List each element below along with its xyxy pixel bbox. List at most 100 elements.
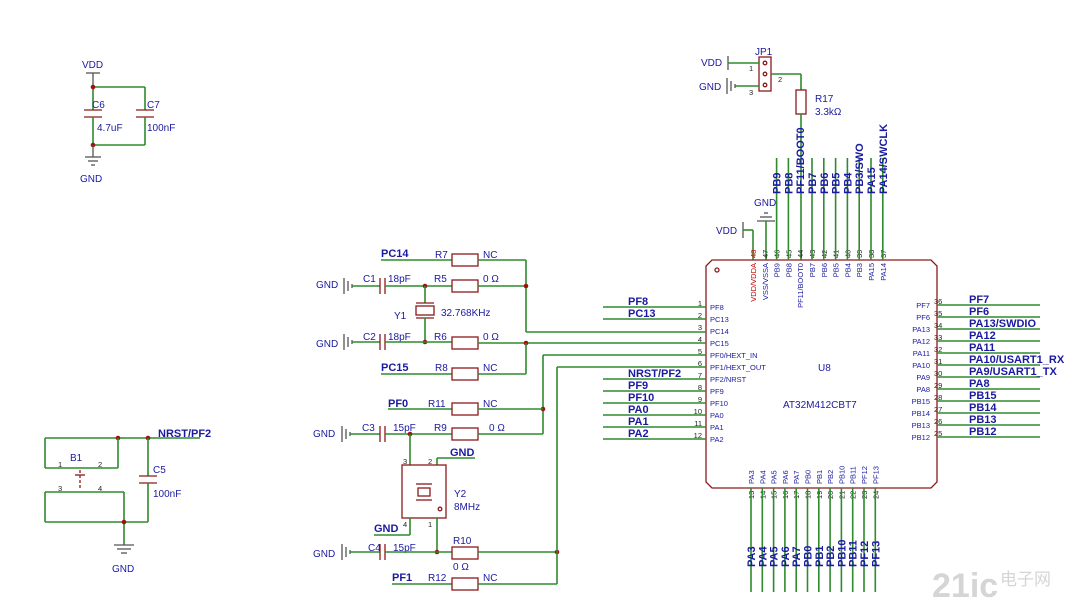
net-label: PF6 [969,306,989,318]
net-label: PA15 [866,167,878,194]
net-label-nrst: NRST/PF2 [158,428,211,440]
c7-value: 100nF [147,123,175,134]
pin-name: PC14 [710,327,729,336]
pin-number: 4 [698,335,702,344]
pin-name: PB8 [784,263,793,277]
net-label: PB10 [836,539,848,567]
pin-name: PB13 [912,421,930,430]
y2-ref: Y2 [454,489,467,500]
vdd-label: VDD [701,58,722,69]
pin-name: PA7 [792,470,801,484]
gnd-label: GND [316,339,338,350]
r9-ref: R9 [434,423,447,434]
net-label-gnd: GND [374,523,399,535]
r6-ref: R6 [434,332,447,343]
b1-pin3: 3 [58,484,62,493]
net-label: PA13/SWDIO [969,318,1036,330]
pin-number: 25 [934,429,942,438]
pin-name: PA1 [710,423,724,432]
net-label: PB5 [831,173,843,194]
pin-name: PF1/HEXT_OUT [710,363,766,372]
net-label: PA1 [628,416,649,428]
r17-ref: R17 [815,94,834,105]
pin-name: PA6 [781,470,790,484]
pin-number: 29 [934,381,942,390]
b1-pin4: 4 [98,484,102,493]
vdd-label: VDD [82,60,103,71]
decoupling-c6-c7: VDD C6 4.7uF C7 100nF GND [80,60,175,185]
net-label: PB2 [825,546,837,567]
pin-name: PB3 [855,263,864,277]
net-label: PA5 [769,546,781,567]
net-label-pc15: PC15 [381,362,409,374]
pin-name: PA10 [912,361,930,370]
watermark-brand: 21ic [932,567,998,605]
r8-ref: R8 [435,363,448,374]
net-label: PB0 [803,546,815,567]
net-label: PA4 [757,546,769,567]
net-label: PA3 [746,546,758,567]
pin-number: 2 [698,311,702,320]
c1-ref: C1 [363,274,376,285]
pin-number: 5 [698,347,702,356]
r12-value: NC [483,573,497,584]
pin-number: 31 [934,357,942,366]
net-label: PB8 [783,173,795,194]
net-label: PA7 [791,546,803,567]
pin-name: PF2/NRST [710,375,747,384]
pin-number: 48 [749,250,758,258]
pin-name: PA2 [710,435,724,444]
net-label: PA12 [969,330,996,342]
chip-part: AT32M412CBT7 [783,400,857,411]
r7-ref: R7 [435,250,448,261]
chip-ref: U8 [818,363,831,374]
net-label: PB6 [819,173,831,194]
y2-value: 8MHz [454,502,480,513]
net-label: PA8 [969,378,990,390]
net-label: PB15 [969,390,997,402]
pin-number: 3 [698,323,702,332]
pin-number: 47 [761,250,770,258]
net-label: PA9/USART1_TX [969,366,1057,378]
pin-name: PB5 [832,263,841,277]
pin-name: PA0 [710,411,724,420]
y1-value: 32.768KHz [441,308,490,319]
pin-number: 28 [934,393,942,402]
net-label: PA2 [628,428,649,440]
gnd-label: GND [754,198,776,209]
net-label: PB13 [969,414,997,426]
pin-name: PB4 [843,263,852,277]
pin-name: PF11/BOOT0 [796,263,805,308]
pin-name: PB9 [773,263,782,277]
jp1-pin3: 3 [749,88,753,97]
r9-value: 0 Ω [489,423,505,434]
pin-name: PF12 [860,466,869,484]
net-label: PB4 [842,172,854,194]
net-label: PF13 [870,541,882,567]
r10-value: 0 Ω [453,562,469,573]
y1-ref: Y1 [394,311,407,322]
pin-name: PC13 [710,315,729,324]
pin-name: PF0/HEXT_IN [710,351,758,360]
b1-pin2: 2 [98,460,102,469]
c3-ref: C3 [362,423,375,434]
pin-name: PB15 [912,397,930,406]
pin-name: PB7 [808,263,817,277]
net-label: NRST/PF2 [628,368,681,380]
net-label: PA14/SWCLK [878,124,890,194]
gnd-label: GND [316,280,338,291]
pin-name: PA13 [912,325,930,334]
boot-jumper-jp1: JP1 1 2 3 VDD GND R17 3.3kΩ [699,47,842,260]
pin-name: PB2 [826,470,835,484]
gnd-label: GND [313,429,335,440]
pin-name: PF9 [710,387,724,396]
pin-number: 30 [934,369,942,378]
net-label: PC13 [628,308,656,320]
pin-name: PF7 [916,301,930,310]
c3-value: 15pF [393,423,416,434]
net-label: PA0 [628,404,649,416]
pin-number: 1 [698,299,702,308]
pin-name: PA8 [916,385,930,394]
net-label: PF11/BOOT0 [795,127,807,194]
